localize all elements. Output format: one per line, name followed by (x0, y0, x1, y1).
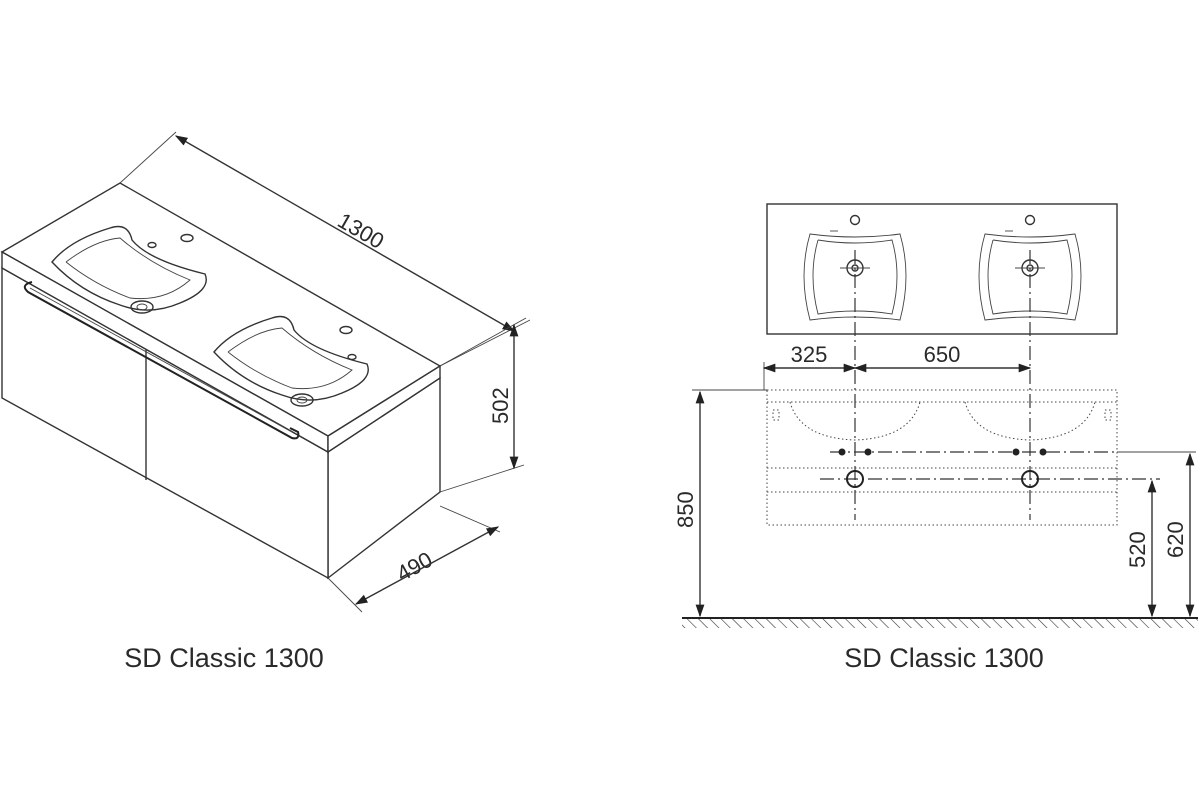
front-drain-left (846, 470, 864, 488)
supply-right-a (1012, 448, 1020, 456)
basin-slab-side-edge (327, 364, 441, 454)
handle-groove (23, 281, 300, 440)
plan-tap-right (1024, 214, 1036, 226)
dim-height-label: 502 (488, 387, 513, 424)
plan-tap-left (849, 214, 861, 226)
front-plan-view: 325 650 850 520 620 (673, 203, 1198, 628)
isometric-view: 1300 502 490 (0, 131, 531, 613)
drain-left (130, 300, 154, 314)
front-view-caption: SD Classic 1300 (844, 643, 1044, 673)
dim-line-width (174, 135, 516, 332)
dim-total-height-label: 850 (673, 491, 698, 528)
dim-line-depth (354, 526, 500, 605)
dim-supply-height-label: 620 (1163, 521, 1188, 558)
dim-width-label: 1300 (334, 208, 389, 254)
plan-basin-right (978, 233, 1082, 321)
dim-spacing-label: 650 (924, 342, 961, 367)
supply-left-a (838, 448, 846, 456)
plan-basin-left (803, 233, 907, 321)
drain-right (290, 393, 314, 407)
front-cabinet-outline (766, 389, 1118, 526)
front-drain-right (1021, 470, 1039, 488)
dim-offset-label: 325 (791, 342, 828, 367)
dim-drain-height-label: 520 (1125, 531, 1150, 568)
floor-hatch (682, 618, 1198, 628)
plan-view-top (766, 203, 1118, 335)
iso-view-caption: SD Classic 1300 (124, 643, 324, 673)
